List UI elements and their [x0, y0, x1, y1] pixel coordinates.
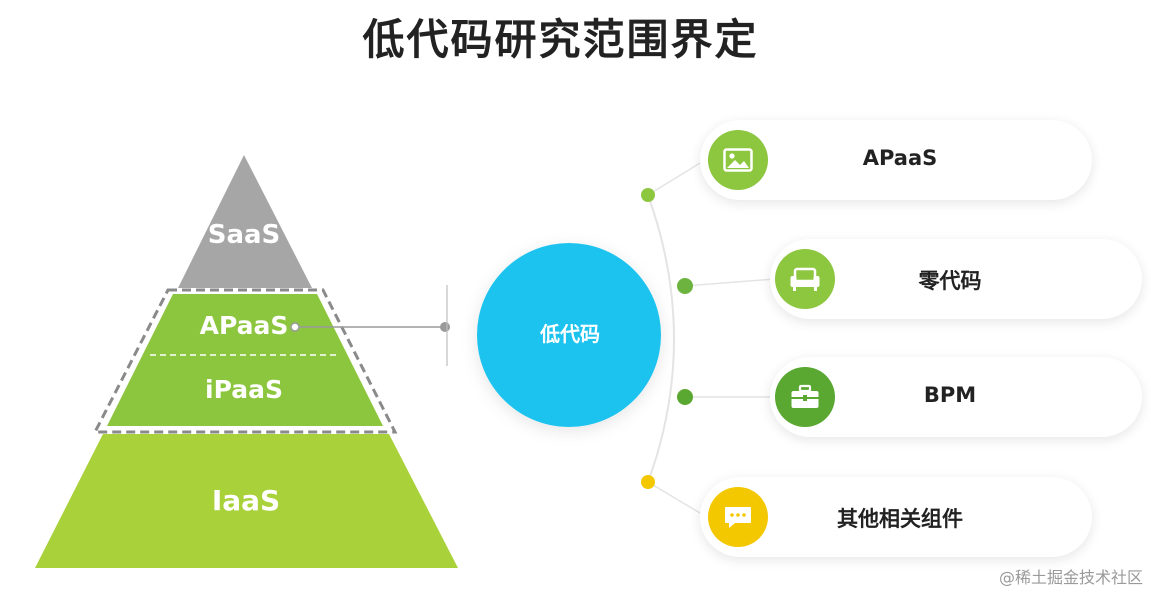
item-card-zero-code: 零代码 — [770, 239, 1142, 319]
item-card-bpm: BPM — [770, 357, 1142, 437]
sofa-icon — [775, 249, 835, 309]
item-card-others: 其他相关组件 — [700, 477, 1092, 557]
item-label-zero-code: 零代码 — [918, 269, 982, 293]
watermark: @稀土掘金技术社区 — [998, 568, 1143, 587]
pyramid-label-saas: SaaS — [207, 220, 281, 250]
page-title: 低代码研究范围界定 — [362, 15, 759, 64]
link-line-1 — [647, 159, 706, 196]
toolbox-icon — [775, 367, 835, 427]
center-circle — [477, 243, 661, 427]
arc-dot-4 — [641, 475, 655, 489]
center-label: 低代码 — [540, 322, 600, 346]
arc-line — [647, 194, 675, 483]
pyramid-saas-shape — [178, 155, 312, 288]
item-card-apaas: APaaS — [700, 120, 1092, 200]
arc-dot-3 — [677, 389, 693, 405]
item-label-apaas: APaaS — [862, 146, 938, 170]
paas-dashed-outline — [92, 288, 398, 434]
item-label-others: 其他相关组件 — [837, 507, 963, 531]
pyramid-label-ipaas: iPaaS — [205, 375, 283, 404]
item-label-bpm: BPM — [923, 383, 977, 407]
pyramid-label-iaas: IaaS — [211, 484, 281, 517]
connector-end-dot — [440, 322, 450, 332]
pyramid-iaas-shape — [35, 434, 458, 568]
arc-dot-1 — [641, 188, 655, 202]
chat-bubble-icon — [708, 487, 768, 547]
connector-start-dot — [290, 322, 300, 332]
image-icon — [708, 130, 768, 190]
link-line-4 — [647, 481, 706, 517]
arc-dot-2 — [677, 278, 693, 294]
pyramid-label-apaas: APaaS — [199, 311, 289, 340]
link-line-2 — [684, 278, 776, 287]
